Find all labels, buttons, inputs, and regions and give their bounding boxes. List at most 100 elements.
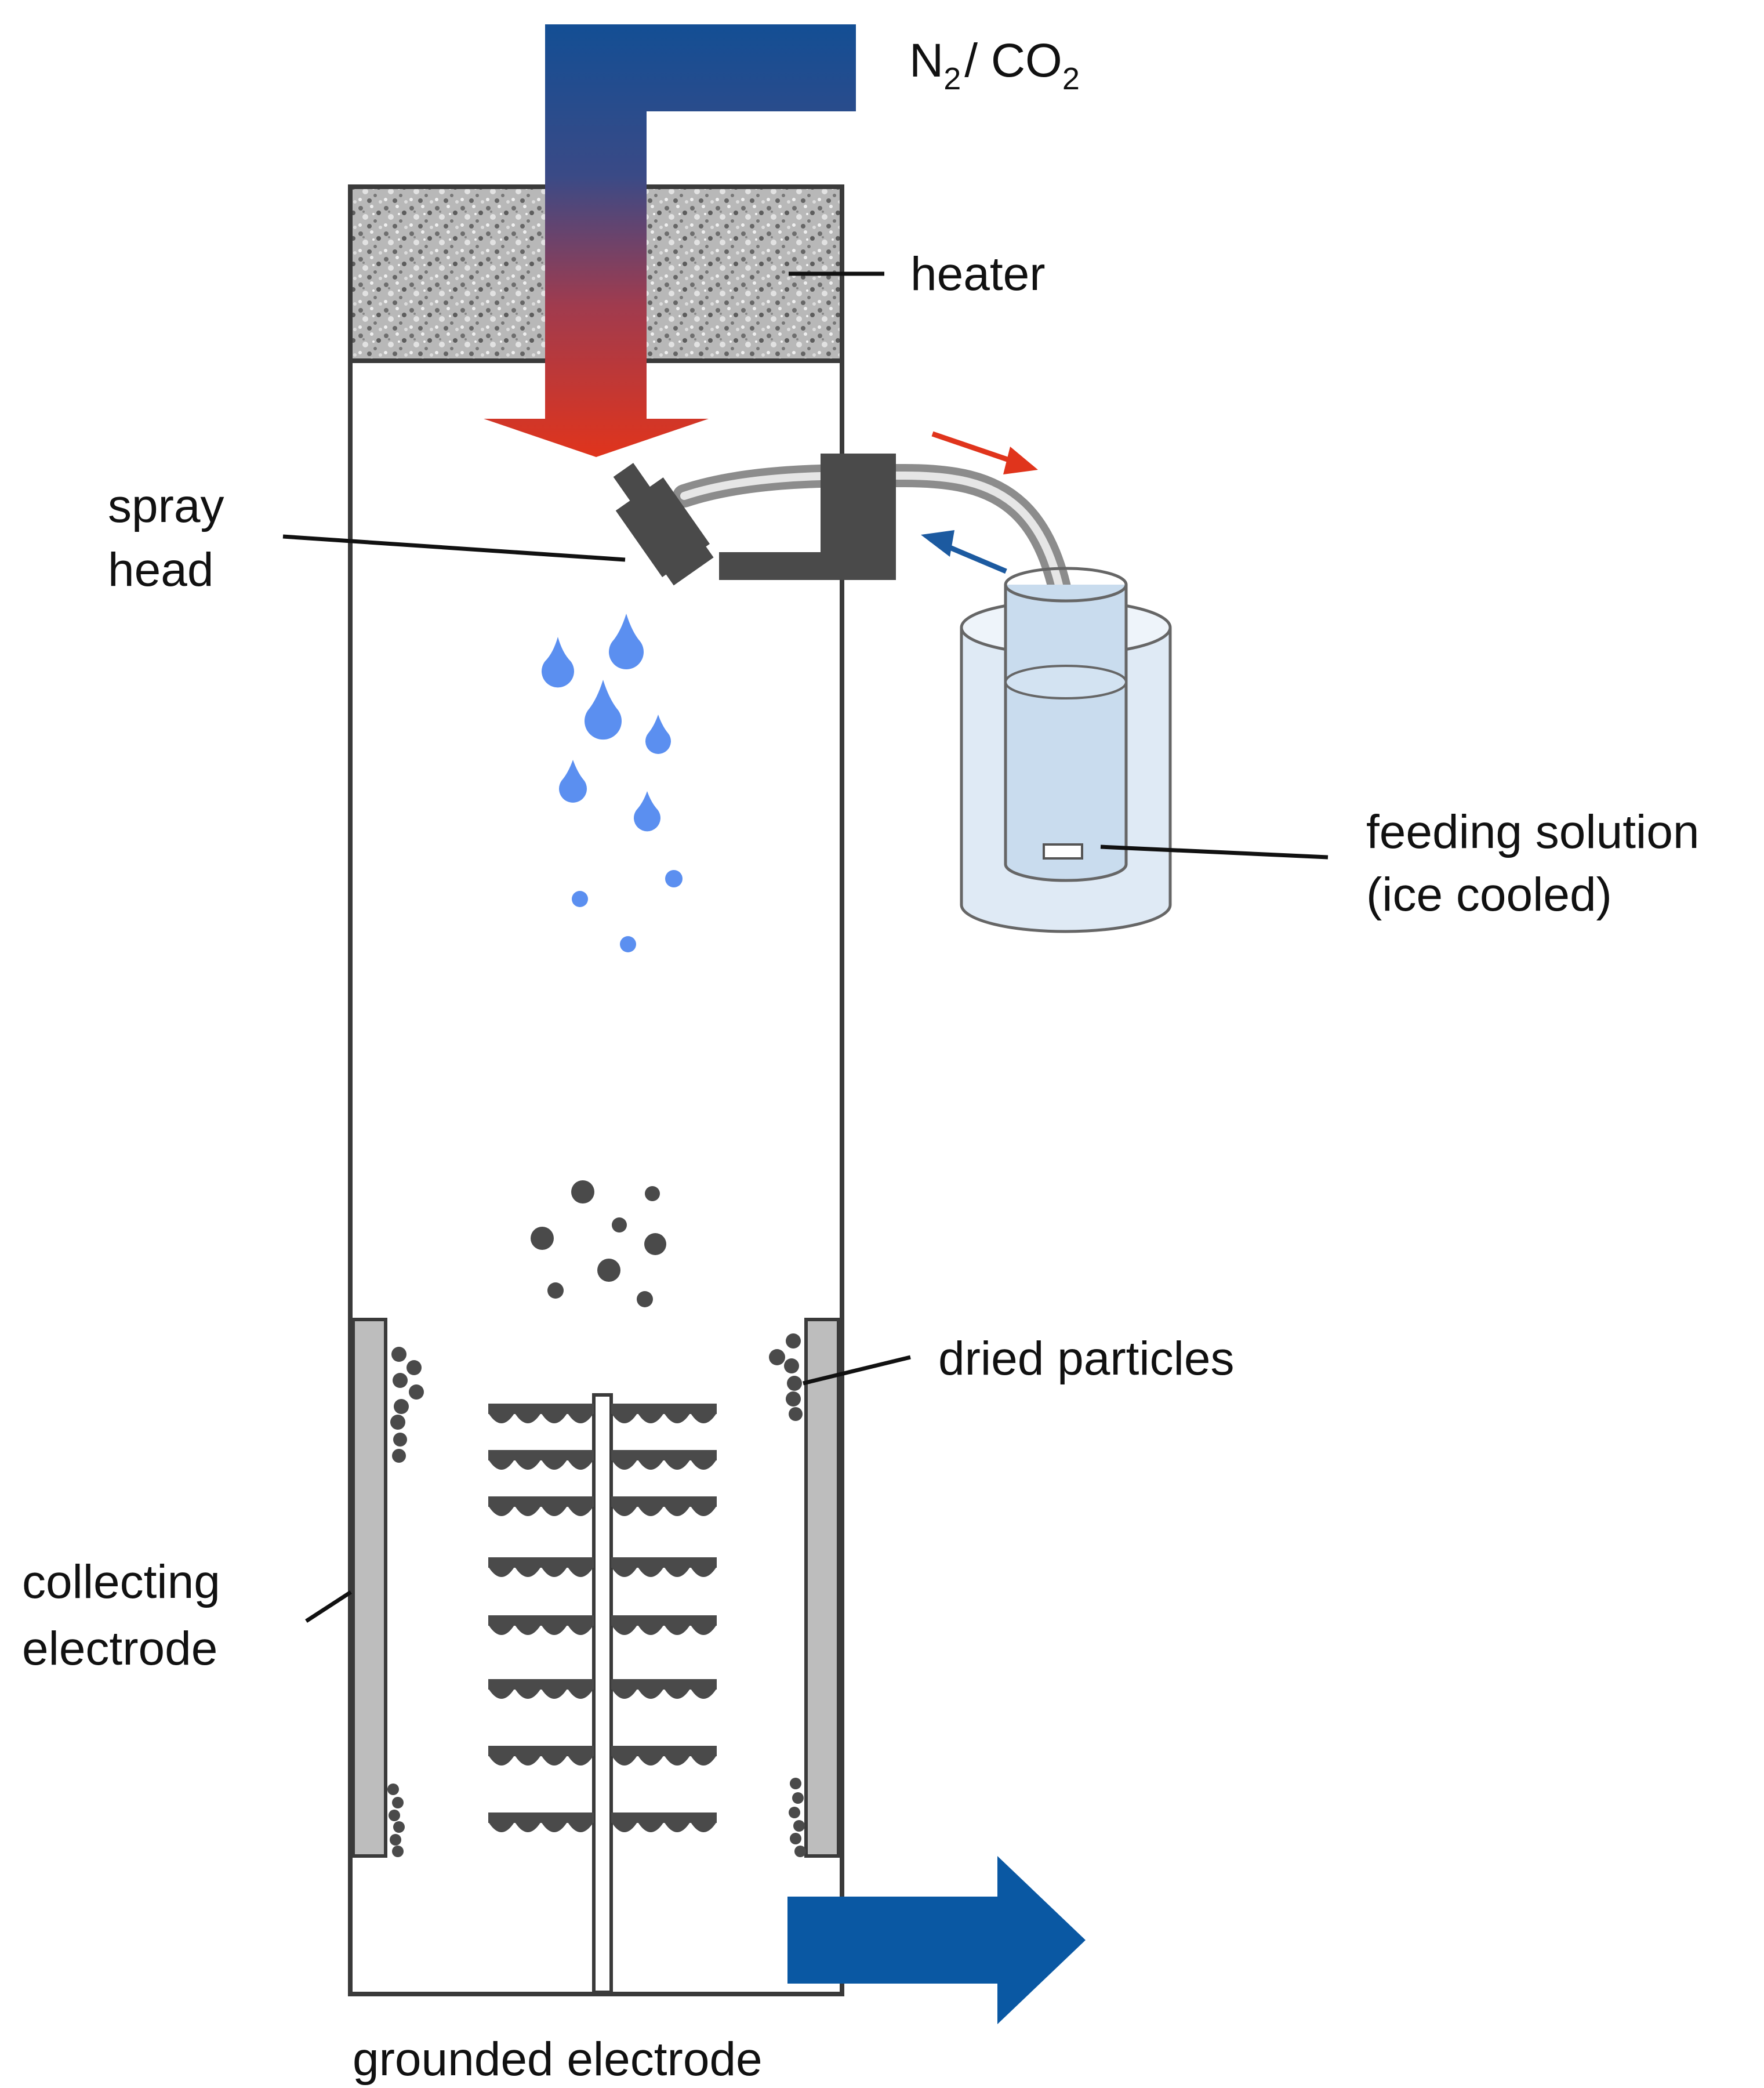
discharge-scallop — [567, 1822, 594, 1832]
collecting-electrode-left — [351, 1318, 387, 1858]
discharge-bar — [488, 1557, 594, 1568]
discharge-scallop — [637, 1755, 664, 1766]
dried-particles-deposited — [387, 1333, 806, 1857]
discharge-scallop — [664, 1413, 691, 1423]
discharge-scallop — [664, 1506, 691, 1516]
discharge-scallop — [567, 1506, 594, 1516]
grounded-electrode — [488, 1393, 717, 1994]
discharge-scallop — [664, 1688, 691, 1699]
discharge-bar — [488, 1450, 594, 1460]
collecting-electrode-right — [804, 1318, 840, 1858]
discharge-bar — [488, 1615, 594, 1626]
discharge-scallop — [567, 1688, 594, 1699]
dried-particles-leader — [803, 1355, 911, 1386]
discharge-scallop — [637, 1625, 664, 1635]
discharge-scallop — [488, 1688, 515, 1699]
dried-particles-label: dried particles — [938, 1332, 1234, 1385]
discharge-scallop — [611, 1567, 638, 1577]
discharge-scallop — [611, 1506, 638, 1516]
discharge-scallop — [611, 1755, 638, 1766]
feeding-solution-label-line1: feeding solution — [1366, 806, 1699, 858]
discharge-scallop — [637, 1459, 664, 1470]
discharge-scallop — [488, 1625, 515, 1635]
discharge-scallop — [690, 1822, 717, 1832]
discharge-scallop — [664, 1459, 691, 1470]
discharge-bar — [488, 1496, 594, 1507]
discharge-scallop — [514, 1755, 541, 1766]
discharge-bar — [611, 1812, 717, 1823]
discharge-scallop — [514, 1567, 541, 1577]
stir-bar — [1043, 843, 1083, 860]
discharge-scallop — [611, 1459, 638, 1470]
grounded-electrode-label: grounded electrode — [353, 2033, 763, 2086]
discharge-scallop — [514, 1459, 541, 1470]
discharge-scallop — [541, 1506, 568, 1516]
gas-outlet-arrow — [787, 1856, 1086, 2024]
discharge-scallop — [514, 1688, 541, 1699]
discharge-scallop — [541, 1625, 568, 1635]
discharge-bar — [488, 1746, 594, 1756]
discharge-scallop — [690, 1625, 717, 1635]
spray-head-label-line2: head — [108, 543, 213, 596]
discharge-scallop — [514, 1506, 541, 1516]
discharge-scallop — [637, 1688, 664, 1699]
discharge-scallop — [541, 1459, 568, 1470]
discharge-scallop — [541, 1822, 568, 1832]
discharge-scallop — [488, 1567, 515, 1577]
discharge-scallop — [611, 1688, 638, 1699]
collecting-electrode-leader — [305, 1590, 352, 1623]
discharge-scallop — [514, 1625, 541, 1635]
flow-out-arrow — [931, 431, 1038, 474]
spray-head — [613, 454, 896, 586]
discharge-scallop — [664, 1822, 691, 1832]
spray-head-label-line1: spray — [108, 480, 224, 532]
discharge-scallop — [567, 1755, 594, 1766]
discharge-scallop — [488, 1459, 515, 1470]
discharge-bar — [611, 1496, 717, 1507]
discharge-scallop — [514, 1822, 541, 1832]
discharge-scallop — [488, 1822, 515, 1832]
discharge-bar — [488, 1679, 594, 1690]
flow-in-arrow — [921, 530, 1007, 574]
spray-droplets — [542, 614, 683, 952]
discharge-scallop — [664, 1567, 691, 1577]
discharge-bar — [488, 1812, 594, 1823]
discharge-bar — [611, 1746, 717, 1756]
discharge-scallop — [567, 1625, 594, 1635]
feeding-solution-beakers — [960, 567, 1172, 933]
collecting-electrode-label-line2: electrode — [22, 1622, 217, 1675]
spray-head-leader — [282, 534, 626, 562]
discharge-bar — [611, 1450, 717, 1460]
discharge-scallop — [690, 1755, 717, 1766]
discharge-scallop — [690, 1413, 717, 1423]
discharge-scallop — [488, 1755, 515, 1766]
discharge-bar — [611, 1615, 717, 1626]
discharge-scallop — [541, 1755, 568, 1766]
discharge-scallop — [637, 1822, 664, 1832]
discharge-scallop — [541, 1688, 568, 1699]
discharge-scallop — [664, 1625, 691, 1635]
dried-particles-airborne — [531, 1180, 666, 1307]
discharge-scallop — [690, 1567, 717, 1577]
discharge-bar — [611, 1557, 717, 1568]
discharge-bar — [611, 1679, 717, 1690]
discharge-scallop — [567, 1459, 594, 1470]
discharge-bar — [611, 1404, 717, 1414]
feeding-solution-leader — [1100, 844, 1329, 860]
feeding-solution-label-line2: (ice cooled) — [1366, 868, 1612, 921]
discharge-scallop — [690, 1688, 717, 1699]
gas-label: N2/ CO2 — [909, 34, 1080, 96]
discharge-scallop — [637, 1567, 664, 1577]
discharge-scallop — [541, 1567, 568, 1577]
gas-inlet-arrow — [484, 24, 856, 457]
discharge-scallop — [488, 1506, 515, 1516]
discharge-bar — [488, 1404, 594, 1414]
discharge-scallop — [541, 1413, 568, 1423]
discharge-scallop — [514, 1413, 541, 1423]
discharge-scallop — [567, 1413, 594, 1423]
heater-label: heater — [910, 248, 1046, 300]
discharge-scallop — [690, 1459, 717, 1470]
discharge-scallop — [611, 1413, 638, 1423]
discharge-scallop — [690, 1506, 717, 1516]
